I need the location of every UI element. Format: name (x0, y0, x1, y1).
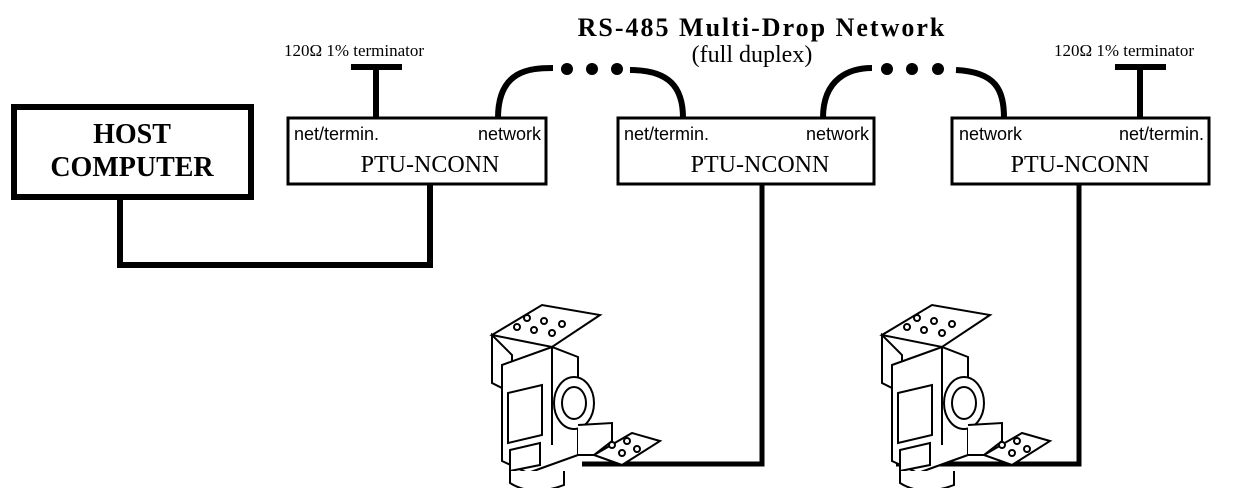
host-computer-box: HOST COMPUTER (11, 104, 254, 200)
network-cable-2 (820, 65, 1007, 119)
connector-3-right-port: net/termin. (1119, 124, 1204, 144)
ellipsis-dots-1 (561, 63, 623, 75)
ellipsis-dots-2 (881, 63, 944, 75)
connector-2-left-port: net/termin. (624, 124, 709, 144)
connector-3-model: PTU-NCONN (1011, 152, 1150, 178)
connector-1-model: PTU-NCONN (361, 152, 500, 178)
connector-1-left-port: net/termin. (294, 124, 379, 144)
connector-1-right-port: network (478, 124, 542, 144)
connector-2-right-port: network (806, 124, 870, 144)
ptu-cable-2 (896, 184, 1082, 467)
terminator-right-label: 120Ω 1% terminator (1054, 41, 1194, 60)
diagram-title: RS-485 Multi-Drop Network (578, 13, 947, 42)
ptu-nconn-box-2: net/termin. network PTU-NCONN (616, 116, 876, 186)
connector-3-left-port: network (959, 124, 1023, 144)
pan-tilt-unit-2 (879, 303, 1053, 488)
network-cable-1 (495, 65, 686, 119)
terminator-left-label: 120Ω 1% terminator (284, 41, 424, 60)
ptu-nconn-box-3: network net/termin. PTU-NCONN (950, 116, 1211, 186)
terminator-right (1115, 64, 1166, 118)
ptu-nconn-box-1: net/termin. network PTU-NCONN (286, 116, 548, 186)
host-cable (117, 184, 433, 268)
pan-tilt-unit-1 (489, 303, 663, 488)
host-label-line1: HOST (93, 119, 171, 150)
ptu-cable-1 (582, 184, 765, 467)
terminator-left (351, 64, 402, 118)
diagram-subtitle: (full duplex) (692, 42, 813, 68)
connector-2-model: PTU-NCONN (691, 152, 830, 178)
host-label-line2: COMPUTER (50, 152, 214, 183)
